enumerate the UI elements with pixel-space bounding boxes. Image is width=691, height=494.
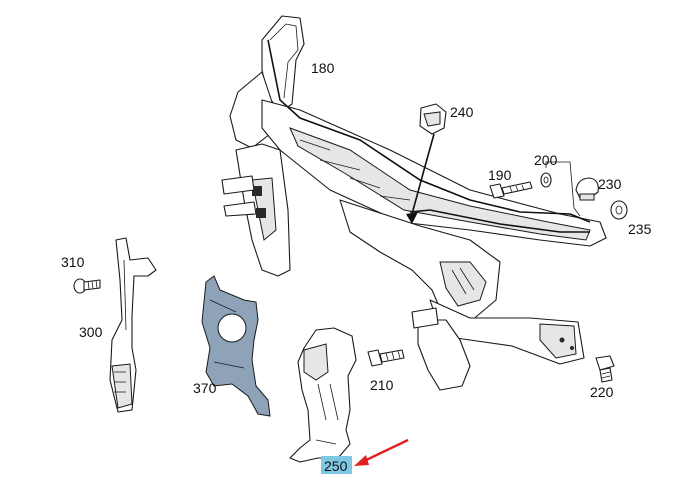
callout-220[interactable]: 220 <box>590 384 614 400</box>
callout-310[interactable]: 310 <box>61 254 85 270</box>
callout-230[interactable]: 230 <box>598 176 622 192</box>
callout-180[interactable]: 180 <box>311 60 335 76</box>
bolt-part-210[interactable] <box>367 349 405 367</box>
bolt-part-190[interactable] <box>489 181 533 199</box>
air-duct-part-250[interactable] <box>289 327 357 463</box>
nut-part-230[interactable] <box>575 177 599 201</box>
callout-300[interactable]: 300 <box>79 324 103 340</box>
screw-part-310[interactable] <box>73 278 101 294</box>
callout-190[interactable]: 190 <box>488 167 512 183</box>
washer-part-200[interactable] <box>540 161 581 217</box>
clip-part-240[interactable] <box>406 103 447 224</box>
strut-part-300[interactable] <box>109 237 157 413</box>
callout-250[interactable]: 250 <box>324 458 348 474</box>
nut-part-235[interactable] <box>610 200 628 220</box>
callout-240[interactable]: 240 <box>450 104 474 120</box>
callout-370[interactable]: 370 <box>193 380 217 396</box>
front-end-carrier-part-180[interactable] <box>221 15 607 391</box>
callout-235[interactable]: 235 <box>628 221 652 237</box>
callout-200[interactable]: 200 <box>534 152 558 168</box>
callout-210[interactable]: 210 <box>370 377 394 393</box>
plate-part-370[interactable] <box>201 275 271 417</box>
selection-arrow <box>354 438 409 466</box>
callout-250-highlight <box>321 456 352 474</box>
screw-part-220[interactable] <box>595 355 615 383</box>
